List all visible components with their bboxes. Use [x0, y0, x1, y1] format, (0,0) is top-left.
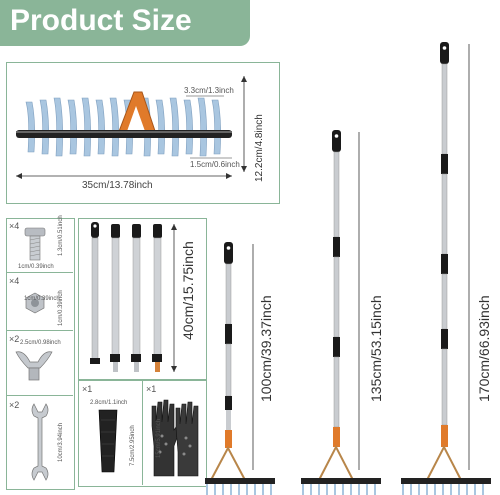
rake-large — [401, 42, 491, 495]
screw-qty: ×4 — [9, 221, 20, 231]
wing-nut-width-label: 2.5cm/0.98inch — [20, 340, 61, 346]
poles-panel — [78, 218, 207, 380]
wing-nut-qty: ×2 — [9, 334, 20, 344]
rake-width-label: 35cm/13.78inch — [82, 180, 153, 191]
page-title: Product Size — [10, 4, 192, 37]
pole-segments-illustration — [90, 222, 177, 372]
sleeve-height-label: 7.5cm/2.95inch — [130, 425, 136, 466]
rake-small — [205, 242, 275, 495]
rake-medium — [301, 130, 381, 495]
nut-icon — [25, 292, 45, 314]
wing-nut-icon — [15, 351, 53, 381]
gloves-icon — [151, 399, 199, 477]
gloves-height-label: 15cm/5.91inch — [156, 418, 162, 458]
tine-gap-label: 3.3cm/1.3inch — [184, 86, 234, 95]
rake-small-length-label: 100cm/39.37inch — [258, 295, 274, 402]
wrench-qty: ×2 — [9, 400, 20, 410]
rake-medium-length-label: 135cm/53.15inch — [368, 295, 384, 402]
nut-height-label: 1cm/0.39inch — [58, 290, 64, 326]
sleeve-width-label: 2.8cm/1.1inch — [90, 400, 128, 406]
bar-height-label: 1.5cm/0.6inch — [190, 160, 240, 169]
screw-icon — [24, 227, 46, 261]
wrench-length-label: 10cm/3.94inch — [58, 422, 64, 462]
nut-qty: ×4 — [9, 276, 20, 286]
screw-width-label: 1cm/0.39inch — [18, 264, 54, 270]
rake-large-length-label: 170cm/66.93inch — [476, 295, 492, 402]
assembled-rakes-illustration — [205, 42, 491, 495]
nut-width-label: 1cm/0.39inch — [24, 296, 60, 302]
rake-head-illustration — [16, 76, 247, 179]
sleeve-qty: ×1 — [82, 384, 93, 394]
pole-length-label: 40cm/15.75inch — [180, 241, 196, 340]
accessories-divider — [142, 381, 143, 485]
parts-divider — [7, 272, 73, 273]
wrench-icon — [31, 403, 49, 481]
gloves-qty: ×1 — [146, 384, 157, 394]
parts-divider — [7, 330, 73, 331]
screw-height-label: 1.3cm/0.51inch — [58, 215, 64, 256]
parts-divider — [7, 395, 73, 396]
sleeve-icon — [98, 409, 118, 473]
title-banner — [0, 0, 250, 46]
